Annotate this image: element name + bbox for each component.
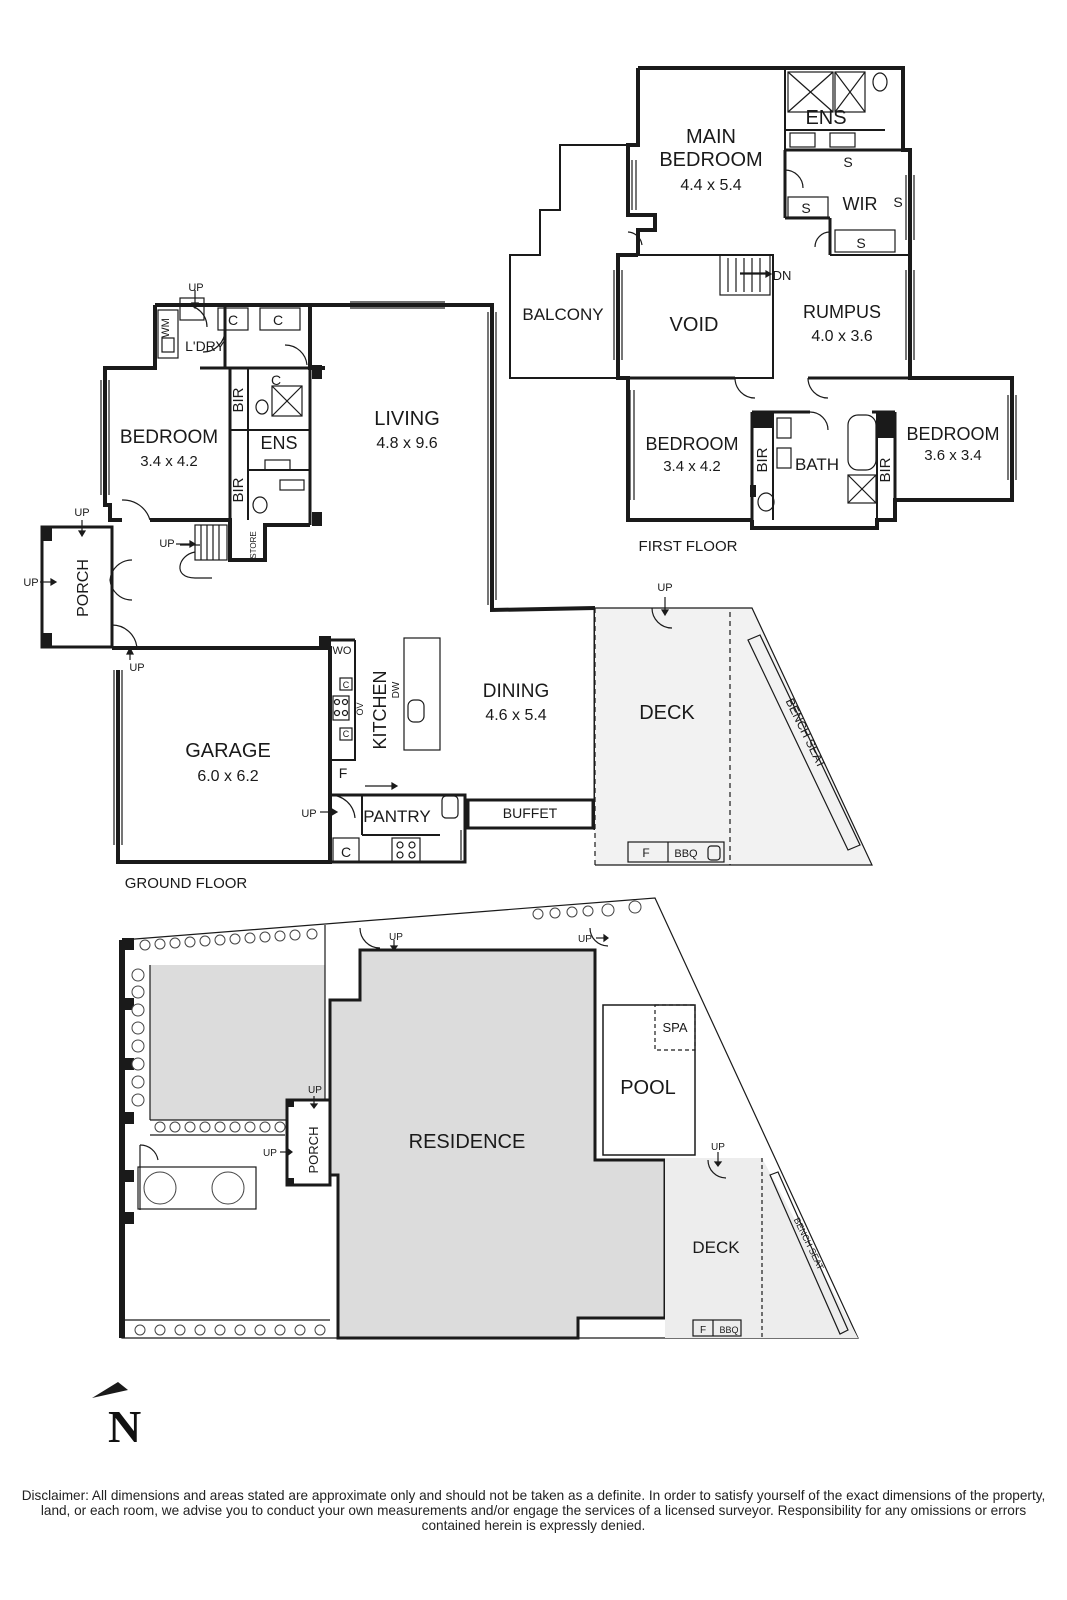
label-spa: SPA — [662, 1020, 687, 1035]
label-store: STORE — [249, 531, 258, 558]
label-bedroom-ff-1: BEDROOM — [645, 434, 738, 454]
label-c-pantry: C — [341, 844, 351, 860]
label-ground-floor: GROUND FLOOR — [125, 875, 248, 892]
label-s-2: S — [801, 200, 810, 216]
label-c-2: C — [273, 312, 283, 328]
disclaimer-text: Disclaimer: All dimensions and areas sta… — [21, 1488, 1046, 1533]
label-c-1: C — [228, 312, 238, 328]
label-bedroom-ff-2: BEDROOM — [906, 424, 999, 444]
label-porch-gf: PORCH — [75, 559, 92, 617]
label-bedroom-gf: BEDROOM — [120, 427, 218, 448]
label-up-porch-top: UP — [74, 507, 89, 519]
label-f-kitchen: F — [339, 765, 348, 781]
label-up-porch-left: UP — [23, 577, 38, 589]
label-kitchen: KITCHEN — [370, 670, 390, 749]
direction-arrows — [40, 269, 773, 1167]
label-first-floor: FIRST FLOOR — [639, 538, 738, 555]
label-ov: OV — [355, 702, 365, 715]
label-garage-dim: 6.0 x 6.2 — [197, 768, 258, 785]
label-ldry: L'DRY — [185, 338, 225, 354]
ground-floor-deck — [594, 607, 873, 866]
first-floor-solid — [750, 412, 895, 497]
label-wo: WO — [333, 645, 352, 657]
label-rumpus-dim: 4.0 x 3.6 — [811, 328, 872, 345]
label-bir-ff-1: BIR — [754, 447, 771, 472]
label-main-bedroom-1: MAIN — [686, 126, 736, 148]
label-buffet: BUFFET — [503, 805, 558, 821]
label-up-stairs: UP — [159, 538, 174, 550]
ground-floor-windows — [100, 301, 497, 860]
label-pantry: PANTRY — [363, 807, 430, 826]
label-site-porch: PORCH — [306, 1127, 321, 1174]
label-s-4: S — [856, 235, 865, 251]
label-c-kitchen-1: C — [343, 680, 350, 690]
label-bir-gf-2: BIR — [230, 477, 247, 502]
first-floor-windows — [613, 80, 1017, 500]
label-bir-ff-2: BIR — [877, 457, 894, 482]
label-living-dim: 4.8 x 9.6 — [376, 435, 437, 452]
label-main-bedroom-dim: 4.4 x 5.4 — [680, 177, 741, 194]
label-site-f: F — [700, 1325, 706, 1336]
label-wir: WIR — [843, 194, 878, 214]
label-bir-gf-1: BIR — [230, 387, 247, 412]
label-balcony: BALCONY — [522, 305, 603, 324]
label-pool: POOL — [620, 1077, 676, 1099]
label-bedroom-ff-1-dim: 3.4 x 4.2 — [663, 458, 721, 475]
label-ens-upper: ENS — [805, 107, 846, 129]
first-floor-walls — [509, 66, 1014, 530]
label-up-laundry: UP — [188, 282, 203, 294]
label-c-kitchen-2: C — [343, 729, 350, 739]
label-site-up-left: UP — [263, 1148, 277, 1159]
label-site-up-1: UP — [389, 932, 403, 943]
label-living: LIVING — [374, 408, 440, 430]
label-dw: DW — [391, 681, 402, 698]
north-arrow-icon — [92, 1382, 128, 1398]
label-wm: WM — [160, 318, 172, 338]
label-up-pantry: UP — [301, 808, 316, 820]
label-site-up-deck: UP — [711, 1142, 725, 1153]
label-void: VOID — [670, 314, 719, 336]
label-bbq: BBQ — [674, 848, 698, 860]
label-site-bbq: BBQ — [719, 1325, 738, 1335]
label-site-deck: DECK — [692, 1238, 740, 1257]
site-plan — [119, 897, 859, 1340]
label-bedroom-ff-2-dim: 3.6 x 3.4 — [924, 447, 982, 464]
label-s-1: S — [843, 154, 852, 170]
label-residence: RESIDENCE — [409, 1131, 526, 1153]
label-f-deck: F — [642, 846, 649, 860]
label-ens-gf: ENS — [260, 433, 297, 453]
first-floor-fixtures — [627, 71, 896, 512]
label-up-deck: UP — [657, 582, 672, 594]
ground-floor-fixtures — [109, 297, 613, 863]
label-rumpus: RUMPUS — [803, 302, 881, 322]
label-main-bedroom-2: BEDROOM — [659, 149, 762, 171]
ground-floor-walls — [40, 303, 597, 864]
label-site-up-2: UP — [578, 934, 592, 945]
label-site-up-porch: UP — [308, 1085, 322, 1096]
label-s-3: S — [893, 194, 902, 210]
site-shrubs — [131, 900, 642, 1336]
label-bath: BATH — [795, 455, 839, 474]
ground-floor-solid — [42, 365, 331, 648]
label-dining: DINING — [483, 681, 550, 702]
label-dn: DN — [773, 268, 792, 283]
label-dining-dim: 4.6 x 5.4 — [485, 707, 546, 724]
label-c-3: C — [271, 372, 281, 388]
label-up-garage: UP — [129, 662, 144, 674]
label-deck: DECK — [639, 702, 695, 724]
label-bedroom-gf-dim: 3.4 x 4.2 — [140, 453, 198, 470]
north-letter: N — [108, 1401, 142, 1452]
label-garage: GARAGE — [185, 740, 271, 762]
